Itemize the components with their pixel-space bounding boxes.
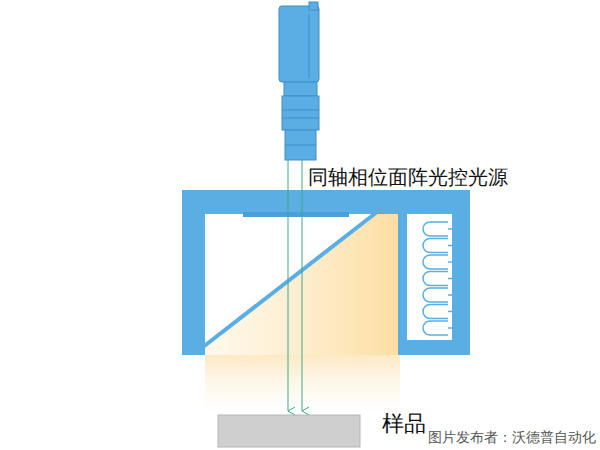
product-label: 同轴相位面阵光控光源 [308,166,508,189]
led-array [423,222,452,335]
camera [279,2,319,160]
led-lead [448,311,452,313]
sample-block [218,415,360,447]
led-bulb [423,239,448,253]
led-lead [448,228,452,230]
led-lead [448,245,452,247]
led-bulb [423,321,448,335]
led-lead [448,327,452,329]
light-ray [302,160,303,411]
led-lead [448,261,452,263]
beam-splitter [203,212,377,347]
sample-label: 样品 [382,411,426,436]
housing [182,190,470,355]
led-bulb [423,272,448,286]
led-bulb [423,288,448,302]
led-bulb [423,255,448,269]
watermark: 图片发布者：沃德普自动化 [428,429,596,445]
led-lead [448,294,452,296]
led-bulb [423,222,448,236]
led-lead [448,278,452,280]
led-bulb [423,305,448,319]
light-ray [288,160,289,411]
